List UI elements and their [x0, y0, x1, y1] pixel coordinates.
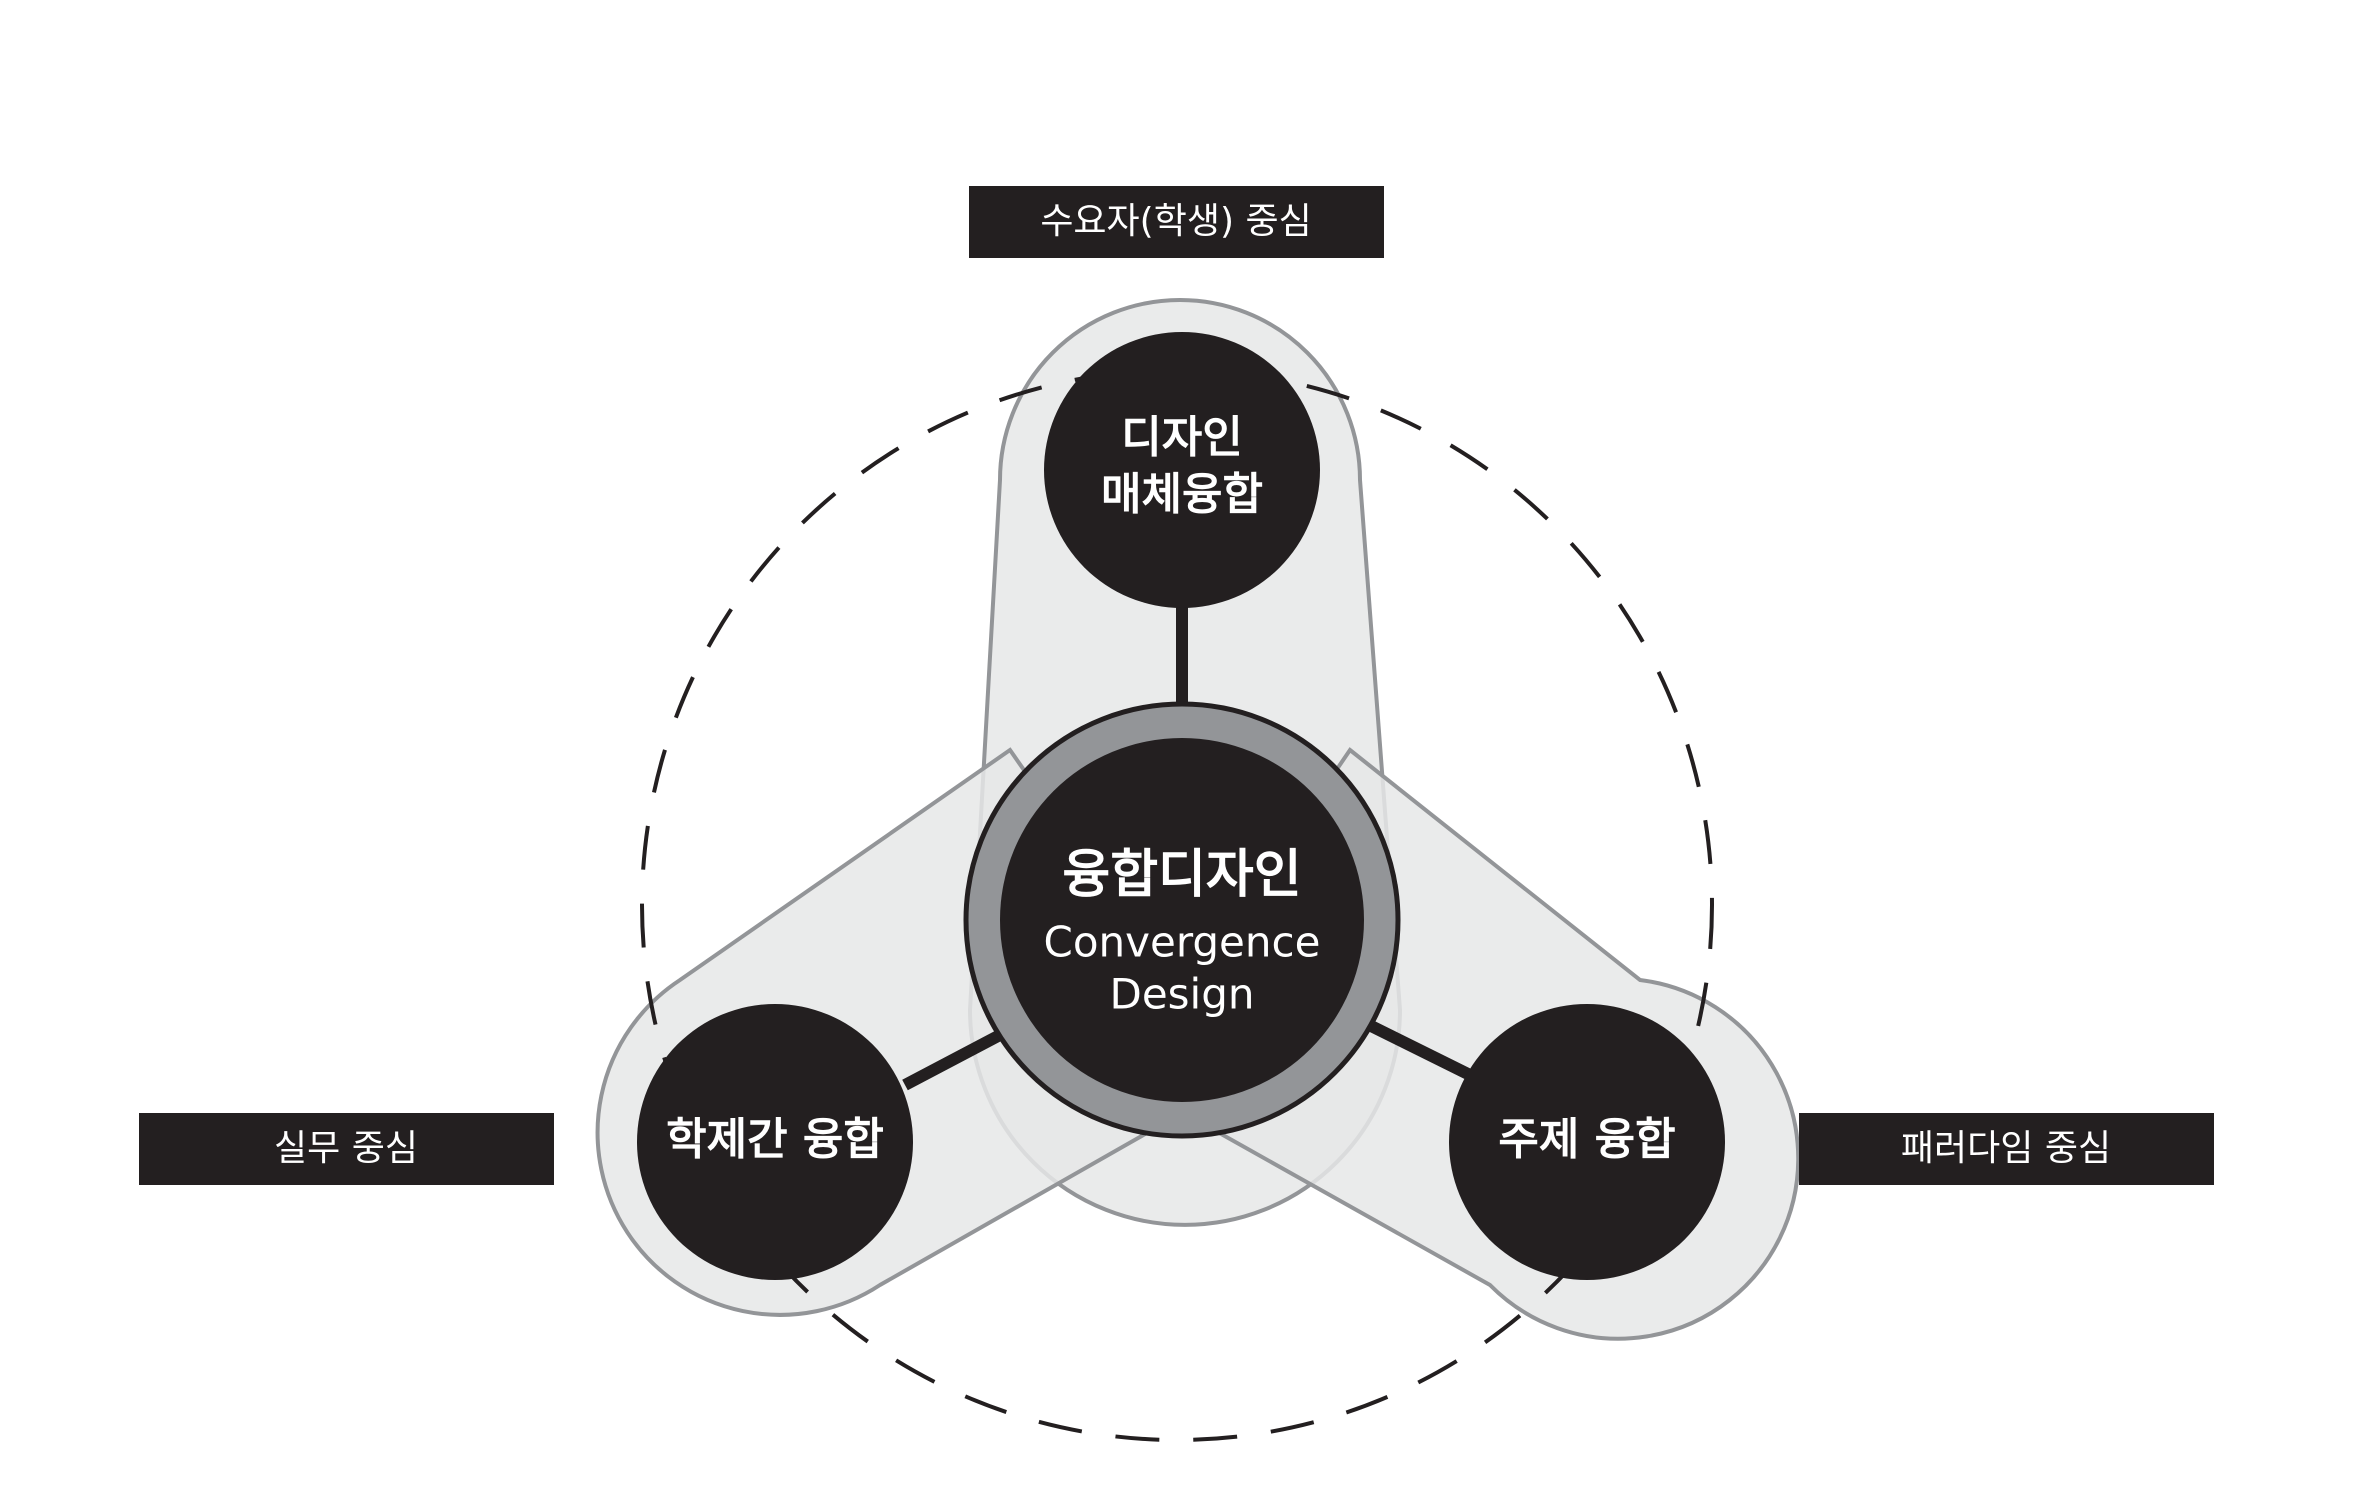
right-node-circle: [1449, 1004, 1725, 1280]
center-title-en-line1: Convergence: [1044, 918, 1321, 967]
center-node: 융합디자인 Convergence Design: [963, 701, 1401, 1139]
label-left-box: [139, 1113, 554, 1185]
label-right-text: 패러다임 중심: [1901, 1128, 2111, 1169]
left-node-circle: [637, 1004, 913, 1280]
top-node-label-line2: 매체융합: [1101, 469, 1263, 520]
left-node: 학제간 융합: [637, 1004, 913, 1280]
connector-left: [902, 1029, 1003, 1091]
top-node-label-line1: 디자인: [1121, 412, 1242, 463]
center-title-ko: 융합디자인: [1062, 845, 1301, 905]
label-left-text: 실무 중심: [274, 1128, 418, 1169]
top-node-circle: [1044, 332, 1320, 608]
center-core: [1000, 738, 1364, 1102]
label-right: 패러다임 중심: [1799, 1113, 2214, 1185]
connector-right: [1352, 1012, 1473, 1081]
label-top-box: [969, 186, 1384, 258]
right-node: 주제 융합: [1449, 1004, 1725, 1280]
center-title-en-line2: Design: [1109, 970, 1254, 1019]
label-top: 수요자(학생) 중심: [969, 186, 1384, 258]
label-top-text: 수요자(학생) 중심: [1040, 201, 1311, 242]
right-node-label: 주제 융합: [1498, 1114, 1675, 1165]
label-left: 실무 중심: [139, 1113, 554, 1185]
label-right-box: [1799, 1113, 2214, 1185]
left-node-label: 학제간 융합: [666, 1114, 884, 1165]
top-node: 디자인 매체융합: [1044, 332, 1320, 608]
